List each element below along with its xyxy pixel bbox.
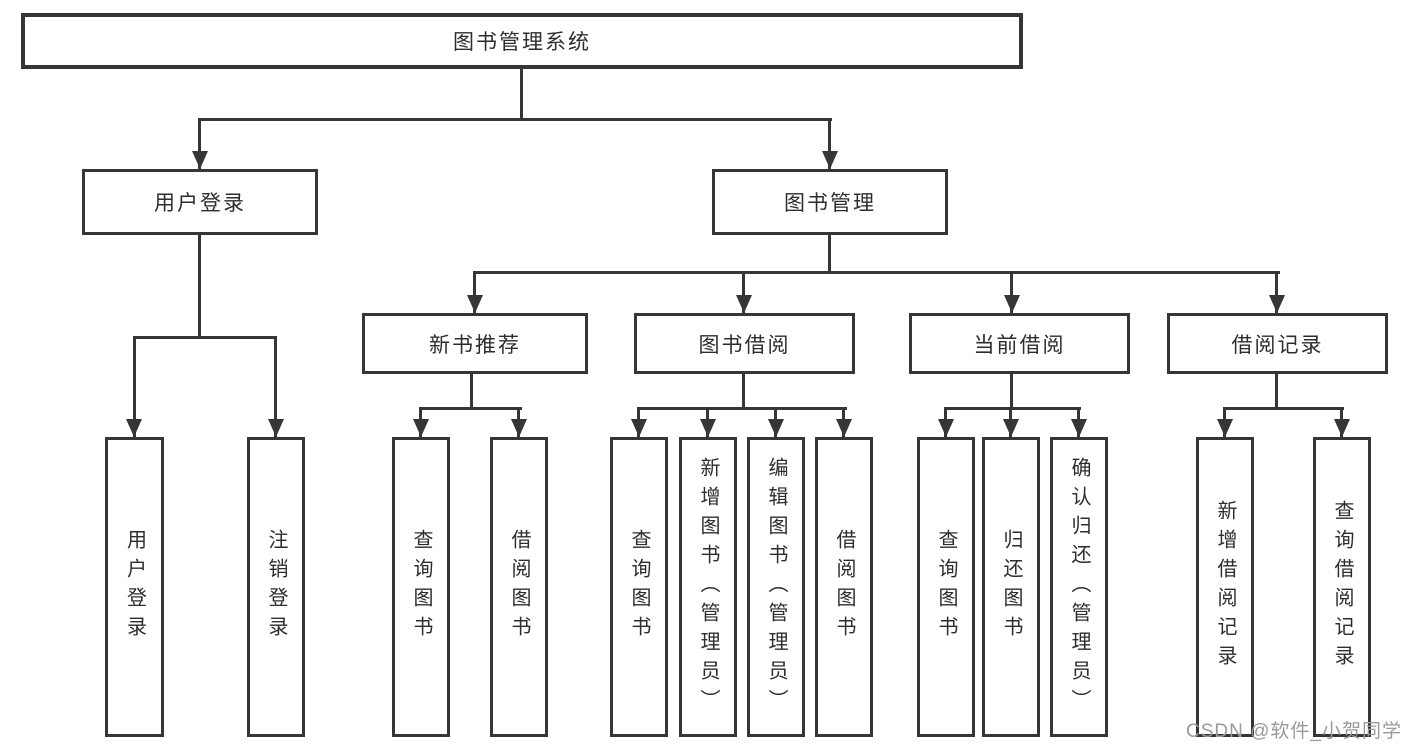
leaf-borrow-books-recommend: 借阅图书: [490, 437, 548, 737]
arrow-down-icon: [192, 151, 208, 169]
connector-drop: [828, 118, 831, 169]
arrow-down-icon: [268, 419, 284, 437]
arrow-down-icon: [1217, 419, 1233, 437]
node-label: 图书管理: [784, 192, 876, 215]
connector-drop: [274, 336, 277, 437]
leaf-logout: 注销登录: [247, 437, 305, 737]
node-label: 图书借阅: [698, 333, 791, 357]
connector-stem: [1275, 372, 1278, 410]
csdn-watermark: CSDN @软件_小贺同学: [1186, 721, 1402, 742]
node-label: 查询图书: [410, 529, 432, 645]
node-label: 确认归还（管理员）: [1068, 456, 1090, 718]
arrow-down-icon: [511, 419, 527, 437]
connector-rail: [637, 407, 847, 410]
node-label: 图书管理系统: [453, 31, 591, 54]
node-label: 借阅图书: [833, 529, 855, 645]
node-label: 新增借阅记录: [1214, 500, 1236, 674]
connector-drop: [198, 118, 201, 169]
leaf-return-books: 归还图书: [982, 437, 1040, 737]
node-label: 归还图书: [1000, 529, 1022, 645]
leaf-query-borrow-record: 查询借阅记录: [1313, 437, 1371, 737]
arrow-down-icon: [736, 295, 752, 313]
connector-drop: [1010, 271, 1013, 313]
node-label: 注销登录: [265, 529, 287, 645]
connector-stem: [828, 234, 831, 274]
connector-stem: [742, 372, 745, 410]
leaf-add-books-admin: 新增图书（管理员）: [679, 437, 737, 737]
node-book-management: 图书管理: [712, 169, 948, 235]
node-label: 新增图书（管理员）: [697, 456, 719, 718]
arrow-down-icon: [938, 419, 954, 437]
node-current-borrowing: 当前借阅: [909, 313, 1130, 374]
arrow-down-icon: [1334, 419, 1350, 437]
connector-drop: [742, 271, 745, 313]
arrow-down-icon: [467, 295, 483, 313]
arrow-down-icon: [836, 419, 852, 437]
connector-stem: [1010, 372, 1013, 410]
node-label: 用户登录: [154, 192, 246, 215]
node-new-book-recommend: 新书推荐: [362, 313, 588, 374]
connector-rail: [419, 407, 522, 410]
node-borrowing-records: 借阅记录: [1167, 313, 1388, 374]
connector-rail: [133, 336, 277, 339]
leaf-borrow-books: 借阅图书: [815, 437, 873, 737]
node-label: 编辑图书（管理员）: [765, 456, 787, 718]
connector-rail: [198, 118, 832, 121]
arrow-down-icon: [700, 419, 716, 437]
arrow-down-icon: [1003, 419, 1019, 437]
node-label: 借阅图书: [508, 529, 530, 645]
node-label: 借阅记录: [1231, 333, 1324, 357]
arrow-down-icon: [413, 419, 429, 437]
connector-stem: [520, 67, 523, 121]
connector-stem: [198, 234, 201, 339]
connector-rail: [473, 271, 1280, 274]
connector-drop: [1275, 271, 1278, 313]
connector-drop: [133, 336, 136, 437]
arrow-down-icon: [1071, 419, 1087, 437]
leaf-query-books-recommend: 查询图书: [392, 437, 450, 737]
arrow-down-icon: [126, 419, 142, 437]
arrow-down-icon: [1004, 295, 1020, 313]
arrow-down-icon: [822, 151, 838, 169]
node-user-login: 用户登录: [82, 169, 318, 235]
node-label: 查询图书: [628, 529, 650, 645]
arrow-down-icon: [768, 419, 784, 437]
node-book-borrowing: 图书借阅: [634, 313, 855, 374]
leaf-add-borrow-record: 新增借阅记录: [1196, 437, 1254, 737]
node-library-management-system: 图书管理系统: [21, 13, 1023, 69]
node-label: 查询图书: [935, 529, 957, 645]
node-label: 用户登录: [123, 529, 146, 645]
connector-rail: [1223, 407, 1344, 410]
connector-rail: [944, 407, 1081, 410]
connector-stem: [470, 372, 473, 410]
leaf-user-login: 用户登录: [105, 437, 164, 737]
arrow-down-icon: [1269, 295, 1285, 313]
leaf-query-books-current: 查询图书: [917, 437, 975, 737]
leaf-confirm-return-admin: 确认归还（管理员）: [1050, 437, 1108, 737]
leaf-edit-books-admin: 编辑图书（管理员）: [747, 437, 805, 737]
node-label: 查询借阅记录: [1331, 500, 1353, 674]
node-label: 新书推荐: [429, 333, 521, 357]
leaf-query-books-borrow: 查询图书: [610, 437, 668, 737]
connector-drop: [473, 271, 476, 313]
arrow-down-icon: [631, 419, 647, 437]
node-label: 当前借阅: [973, 333, 1066, 357]
